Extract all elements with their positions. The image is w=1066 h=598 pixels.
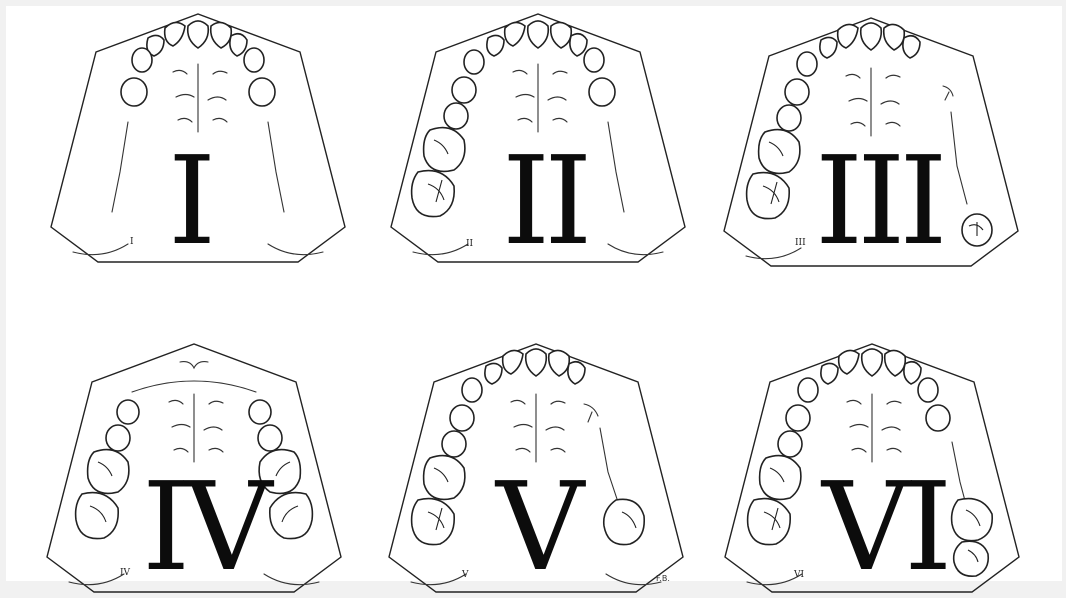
cast-6-numeral: VI bbox=[822, 466, 946, 588]
cast-class-5: V V F.B. bbox=[386, 342, 686, 592]
cast-class-2: II II bbox=[388, 12, 688, 262]
cast-1-numeral: I bbox=[168, 140, 210, 262]
cast-2-numeral: II bbox=[502, 140, 586, 262]
cast-3-small-label: III bbox=[795, 238, 806, 248]
cast-class-1: I I bbox=[48, 12, 348, 262]
cast-5-numeral: V bbox=[496, 466, 578, 588]
cast-1-small-label: I bbox=[130, 237, 134, 247]
artist-signature: F.B. bbox=[656, 574, 670, 583]
cast-6-small-label: VI bbox=[794, 570, 804, 580]
diagram-canvas: I I bbox=[6, 6, 1062, 581]
cast-4-numeral: IV bbox=[142, 466, 266, 588]
cast-4-small-label: IV bbox=[120, 568, 130, 578]
cast-2-small-label: II bbox=[466, 239, 473, 249]
cast-class-3: III III bbox=[721, 16, 1021, 266]
cast-class-4: IV IV bbox=[44, 342, 344, 592]
cast-3-numeral: III bbox=[815, 140, 942, 262]
cast-5-small-label: V bbox=[462, 570, 469, 580]
cast-class-6: VI VI bbox=[722, 342, 1022, 592]
